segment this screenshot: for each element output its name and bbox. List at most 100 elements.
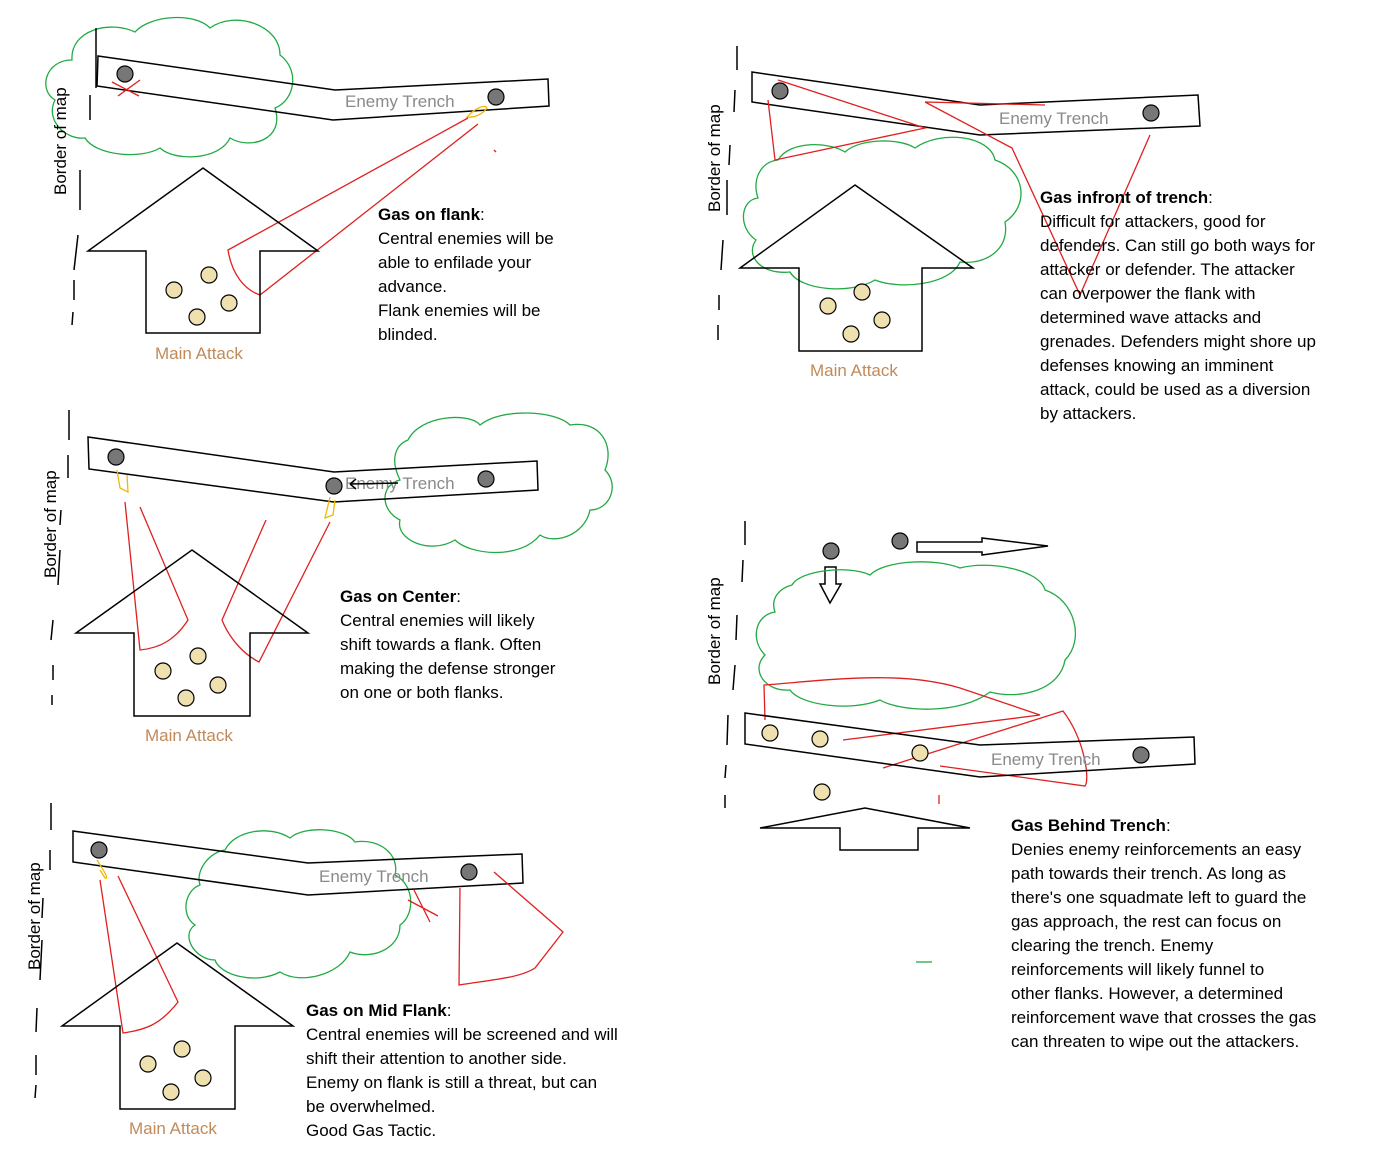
friendly-soldier <box>194 1069 212 1087</box>
reinforcement-arrow-right <box>916 537 1049 556</box>
panel-title: Gas infront of trench <box>1040 188 1209 207</box>
description-line: Good Gas Tactic. <box>306 1121 437 1140</box>
main-attack-arrow <box>85 167 321 334</box>
friendly-soldier <box>200 266 218 284</box>
muzzle-flash <box>465 105 488 118</box>
enemy-trench-label: Enemy Trench <box>991 750 1101 769</box>
description-line: shift towards a flank. Often <box>340 635 542 654</box>
panel-title: Gas Behind Trench <box>1011 816 1166 835</box>
main-attack-label: Main Attack <box>155 344 243 363</box>
map-border-line <box>71 28 97 326</box>
description-line: Central enemies will be <box>378 229 554 248</box>
friendly-soldier <box>873 311 891 329</box>
friendly-soldier <box>209 676 227 694</box>
description-line: blinded. <box>378 325 438 344</box>
description-line: defenders. Can still go both ways for <box>1040 236 1315 255</box>
enemy-trench-outline <box>751 71 1201 136</box>
gas-cloud <box>755 561 1077 710</box>
friendly-soldier <box>813 783 831 801</box>
description-line: gas approach, the rest can focus on <box>1011 912 1282 931</box>
description-gas-on-center: Gas on Center: Central enemies will like… <box>340 585 555 705</box>
enemy-soldier <box>116 65 134 83</box>
friendly-soldier <box>811 730 829 748</box>
muzzle-flash <box>116 469 129 494</box>
description-line: Central enemies will likely <box>340 611 535 630</box>
enemy-soldier <box>822 542 840 560</box>
enemy-trench-outline <box>96 55 550 121</box>
enemy-trench-outline <box>87 436 539 503</box>
map-border-line <box>717 46 738 340</box>
line-of-sight <box>99 875 179 1034</box>
friendly-soldier <box>819 297 837 315</box>
enemy-soldier <box>460 863 478 881</box>
main-attack-label: Main Attack <box>129 1119 217 1138</box>
enemy-trench-outline <box>72 830 524 896</box>
line-of-sight <box>767 79 928 161</box>
gas-cloud <box>384 412 613 554</box>
description-line: path towards their trench. As long as <box>1011 864 1286 883</box>
description-line: can threaten to wipe out the attackers. <box>1011 1032 1300 1051</box>
description-line: reinforcements will likely funnel to <box>1011 960 1265 979</box>
enemy-soldier <box>487 88 505 106</box>
enemy-trench-label: Enemy Trench <box>345 474 455 493</box>
description-line: able to enfilade your <box>378 253 532 272</box>
description-line: be overwhelmed. <box>306 1097 436 1116</box>
friendly-soldier <box>154 662 172 680</box>
main-attack-label: Main Attack <box>145 726 233 745</box>
description-line: there's one squadmate left to guard the <box>1011 888 1307 907</box>
gas-cloud <box>185 829 412 979</box>
friendly-soldier <box>842 325 860 343</box>
description-line: clearing the trench. Enemy <box>1011 936 1214 955</box>
friendly-soldier <box>165 281 183 299</box>
line-of-sight <box>221 519 331 663</box>
friendly-soldier <box>139 1055 157 1073</box>
friendly-soldier <box>761 724 779 742</box>
description-line: advance. <box>378 277 447 296</box>
border-of-map-label: Border of map <box>41 470 60 578</box>
description-line: grenades. Defenders might shore up <box>1040 332 1316 351</box>
panel-title: Gas on Mid Flank <box>306 1001 447 1020</box>
map-border-line <box>724 521 746 808</box>
enemy-soldier <box>1132 746 1150 764</box>
enemy-trench-label: Enemy Trench <box>319 867 429 886</box>
enemy-soldier <box>325 477 343 495</box>
reinforcement-arrow-down <box>818 566 843 605</box>
enemy-soldier <box>891 532 909 550</box>
stray-mark <box>493 149 497 153</box>
description-line: attack, could be used as a diversion <box>1040 380 1311 399</box>
main-attack-arrow <box>759 807 971 851</box>
gas-cloud <box>45 16 294 158</box>
panel-gas-on-center: Border of map Enemy Trench Main Attack <box>41 410 613 745</box>
main-attack-arrow <box>59 942 296 1110</box>
border-of-map-label: Border of map <box>25 862 44 970</box>
panel-title: Gas on flank <box>378 205 481 224</box>
panel-gas-infront-of-trench: Border of map Enemy Trench Main Attack <box>705 46 1201 380</box>
enemy-soldier <box>90 841 108 859</box>
description-line: Central enemies will be screened and wil… <box>306 1025 618 1044</box>
panel-gas-on-mid-flank: Border of map Enemy Trench Main Attack <box>25 803 564 1138</box>
main-attack-label: Main Attack <box>810 361 898 380</box>
enemy-trench-label: Enemy Trench <box>999 109 1109 128</box>
description-line: determined wave attacks and <box>1040 308 1262 327</box>
description-line: Flank enemies will be <box>378 301 541 320</box>
eliminated-mark <box>407 889 439 923</box>
shift-arrow <box>349 478 399 490</box>
panel-gas-behind-trench: Border of map Enemy Trench <box>705 521 1196 963</box>
description-line: on one or both flanks. <box>340 683 504 702</box>
description-gas-on-mid-flank: Gas on Mid Flank: Central enemies will b… <box>306 999 618 1143</box>
line-of-sight <box>924 101 1151 297</box>
friendly-soldier <box>162 1083 180 1101</box>
friendly-soldier <box>188 308 206 326</box>
description-line: making the defense stronger <box>340 659 556 678</box>
enemy-soldier <box>107 448 125 466</box>
muzzle-flash <box>96 859 108 879</box>
panel-title: Gas on Center <box>340 587 457 606</box>
main-attack-arrow <box>73 549 311 717</box>
enemy-soldier <box>771 82 789 100</box>
description-gas-infront-of-trench: Gas infront of trench: Difficult for att… <box>1040 186 1316 426</box>
main-attack-arrow <box>737 184 976 352</box>
description-line: by attackers. <box>1040 404 1137 423</box>
friendly-soldier <box>177 689 195 707</box>
friendly-soldier <box>173 1040 191 1058</box>
